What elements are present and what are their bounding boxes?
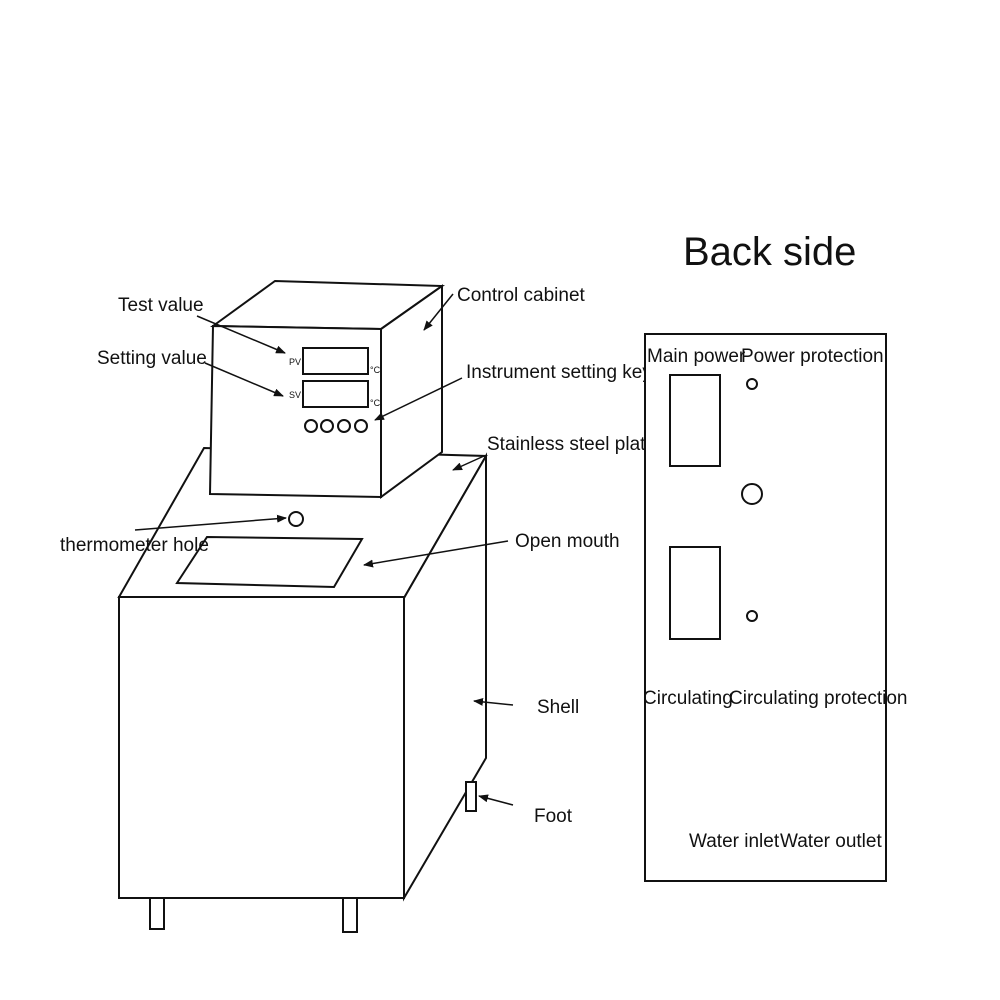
label-circulating-protection: Circulating protection — [729, 688, 907, 709]
label-open-mouth: Open mouth — [515, 531, 620, 552]
arrow-control-cabinet — [423, 293, 454, 331]
bath-body — [117, 446, 488, 902]
label-foot: Foot — [534, 806, 573, 827]
open-mouth-shape — [175, 535, 364, 589]
back-port — [741, 483, 763, 505]
label-instrument-setting-key: Instrument setting key — [466, 362, 652, 383]
sv-unit: °C — [370, 398, 381, 408]
label-circulating: Circulating — [643, 688, 733, 709]
label-thermometer-hole: thermometer hole — [60, 535, 209, 556]
foot-front-left — [149, 897, 165, 930]
control-cabinet: PV SV °C °C — [208, 279, 446, 499]
label-shell: Shell — [537, 697, 579, 718]
arrow-test-value — [196, 315, 286, 354]
leader-arrows — [134, 293, 514, 806]
front-labels: Test value Setting value Control cabinet… — [60, 285, 667, 827]
arrow-shell — [473, 697, 514, 706]
label-setting-value: Setting value — [97, 348, 207, 369]
power-protection-indicator — [746, 378, 758, 390]
label-main-power: Main power — [647, 346, 746, 367]
setting-key-4 — [354, 419, 368, 433]
setting-key-3 — [337, 419, 351, 433]
arrow-foot — [478, 794, 514, 806]
back-side-title: Back side — [683, 230, 856, 274]
pv-unit: °C — [370, 365, 381, 375]
label-water-inlet: Water inlet — [689, 831, 780, 852]
pv-label: PV — [289, 357, 301, 367]
foot-back-right — [465, 781, 477, 812]
sv-display — [302, 380, 369, 408]
label-stainless-steel-platen: Stainless steel platen — [487, 434, 667, 455]
circulating-protection-indicator — [746, 610, 758, 622]
setting-key-2 — [320, 419, 334, 433]
label-power-protection: Power protection — [741, 346, 884, 367]
shell-front-shape — [118, 596, 405, 899]
pv-display — [302, 347, 369, 375]
arrow-setting-value — [204, 362, 284, 397]
label-water-outlet: Water outlet — [780, 831, 882, 852]
setting-key-1 — [304, 419, 318, 433]
sv-label: SV — [289, 390, 301, 400]
arrow-thermometer-hole — [134, 514, 287, 531]
label-test-value: Test value — [118, 295, 204, 316]
arrow-instrument-setting-key — [374, 377, 463, 421]
circulating-switch — [669, 546, 721, 640]
label-control-cabinet: Control cabinet — [457, 285, 586, 306]
foot-front-right — [342, 897, 358, 933]
main-power-switch — [669, 374, 721, 467]
arrow-stainless-steel-platen — [452, 455, 485, 471]
thermometer-hole-shape — [288, 511, 304, 527]
feet — [149, 781, 477, 933]
arrow-open-mouth — [363, 540, 509, 568]
back-side-panel: Back side Main power Power protection Ci… — [643, 230, 907, 882]
